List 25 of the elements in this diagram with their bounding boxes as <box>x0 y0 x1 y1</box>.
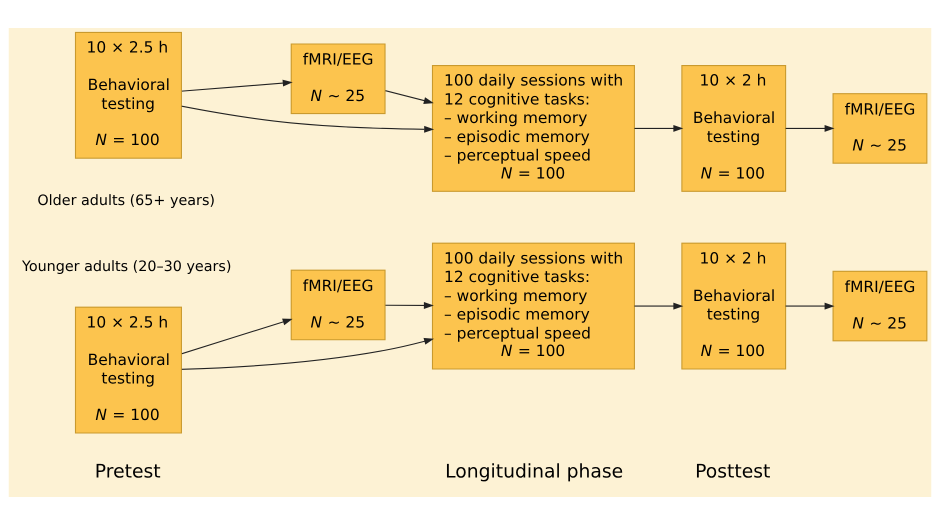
arrow <box>182 80 293 92</box>
arrow <box>786 302 835 310</box>
label: Longitudinal phase <box>445 461 624 482</box>
label: Pretest <box>94 461 161 482</box>
node-box: fMRI/EEG N ~ 25 <box>832 93 928 164</box>
label: Older adults (65+ years) <box>37 193 216 210</box>
arrow <box>385 302 434 309</box>
arrow <box>634 124 684 132</box>
arrow <box>182 318 293 354</box>
label: Posttest <box>695 461 770 482</box>
node-box: 10 × 2 h Behavioral testing N = 100 <box>681 242 786 370</box>
node-box: fMRI/EEG N ~ 25 <box>290 270 386 340</box>
node-box: 100 daily sessions with 12 cognitive tasks: – working memory – episodic memory – perceptual speed N = 100 <box>432 64 635 192</box>
node-box: 10 × 2 h Behavioral testing N = 100 <box>681 64 786 192</box>
arrow <box>182 338 434 370</box>
arrow <box>786 124 835 132</box>
arrow <box>634 302 684 310</box>
node-box: 100 daily sessions with 12 cognitive tasks: – working memory – episodic memory – perceptual speed N = 100 <box>432 242 635 370</box>
node-box: fMRI/EEG N ~ 25 <box>832 270 928 342</box>
node-box: 10 × 2.5 h Behavioral testing N = 100 <box>74 32 182 159</box>
node-box: fMRI/EEG N ~ 25 <box>290 43 386 114</box>
node-box: 10 × 2.5 h Behavioral testing N = 100 <box>74 306 182 434</box>
arrow <box>385 90 434 104</box>
label: Younger adults (20–30 years) <box>22 259 232 276</box>
arrow <box>182 106 434 133</box>
